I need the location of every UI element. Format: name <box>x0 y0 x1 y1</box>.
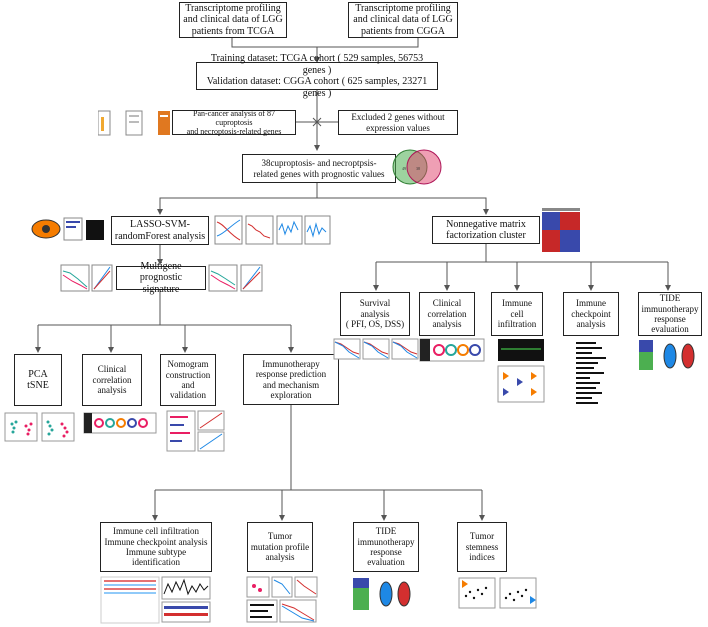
clinical-sig-thumbnail <box>83 412 157 434</box>
signature-right-thumbnails <box>208 264 263 292</box>
pancancer-box: Pan-cancer analysis of 87 cuproptosis an… <box>172 109 296 136</box>
nomogram-thumbnail <box>166 410 225 452</box>
pancancer-thumbnails <box>98 110 170 136</box>
connector-to-nmf <box>317 197 489 215</box>
tumor-mutation-thumbnail <box>246 576 318 623</box>
venn-diagram: 49 38 <box>392 149 442 185</box>
lasso-box: LASSO-SVM- randomForest analysis <box>111 216 209 245</box>
merge-symbol <box>312 117 322 127</box>
lasso-result-thumbnails <box>214 215 331 245</box>
tcga-source-box: Transcriptome profiling and clinical dat… <box>179 2 287 38</box>
tide-nmf-thumbnail <box>639 340 695 370</box>
svg-text:49: 49 <box>402 166 406 171</box>
survival-thumbnails <box>333 338 419 360</box>
signature-box: Multigene prognostic signature <box>116 261 206 295</box>
nmf-heatmap <box>542 208 580 252</box>
tide-nmf-box: TIDE immunotherapy response evaluation <box>638 292 702 336</box>
prognostic-genes-box: 38cuproptosis- and necroptpsis- related … <box>242 154 396 183</box>
pca-box: PCA tSNE <box>14 354 62 406</box>
tumor-mutation-box: Tumor mutation profile analysis <box>247 522 313 572</box>
nmf-box: Nonnegative matrix factorization cluster <box>432 216 540 244</box>
clinical-nmf-thumbnail <box>419 338 485 362</box>
survival-box: Survival analysis ( PFI, OS, DSS) <box>340 292 410 336</box>
stemness-thumbnail <box>458 577 537 609</box>
immune-checkpoint-box: Immune checkpoint analysis <box>563 292 619 336</box>
tide-bottom-box: TIDE immunotherapy response evaluation <box>353 522 419 572</box>
excluded-genes-box: Excluded 2 genes without expression valu… <box>338 110 458 135</box>
cgga-source-box: Transcriptome profiling and clinical dat… <box>348 2 458 38</box>
nomogram-box: Nomogram construction and validation <box>160 354 216 406</box>
svg-text:38: 38 <box>416 166 420 171</box>
clinical-sig-box: Clinical correlation analysis <box>82 354 142 406</box>
immune-multi-box: Immune cell infiltration Immune checkpoi… <box>100 522 212 572</box>
immune-cell-box: Immune cell infiltration <box>491 292 543 336</box>
checkpoint-thumbnail <box>576 342 606 404</box>
clinical-nmf-box: Clinical correlation analysis <box>419 292 475 336</box>
tide-bottom-thumbnail <box>353 578 411 610</box>
immune-cell-thumbnails <box>497 339 545 403</box>
stemness-box: Tumor stemness indices <box>457 522 507 572</box>
connector-sources-merge <box>231 38 419 48</box>
datasets-box: Training dataset: TCGA cohort ( 529 samp… <box>196 53 438 99</box>
signature-left-thumbnails <box>60 264 113 292</box>
connector-to-lasso <box>157 183 318 215</box>
immunotherapy-box: Immunotherapy response prediction and me… <box>243 354 339 405</box>
lasso-input-thumbnails <box>31 217 104 241</box>
immune-multi-thumbnail <box>100 576 211 624</box>
pca-thumbnails <box>4 412 75 442</box>
